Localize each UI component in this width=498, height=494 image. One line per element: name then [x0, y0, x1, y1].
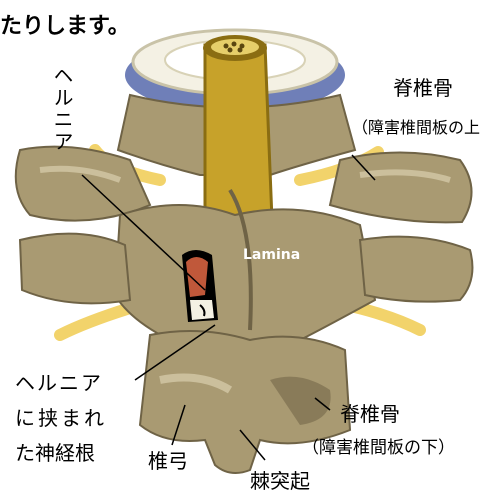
spinal-cord — [203, 35, 272, 226]
herniation-label: ヘルニア — [48, 65, 77, 153]
compressed-root-label-line3: た神経根 — [15, 437, 95, 466]
upper-vertebra-note: （障害椎間板の上 — [352, 114, 480, 138]
upper-vertebra-label: 脊椎骨 — [393, 72, 453, 101]
lower-vertebra-label: 脊椎骨 — [340, 398, 400, 427]
header-text: たりします。 — [0, 8, 130, 40]
compressed-root-label-line2: に挟まれ — [15, 402, 107, 431]
lower-vertebra-note: （障害椎間板の下） — [302, 433, 455, 458]
vertebral-arch-label: 椎弓 — [148, 445, 188, 474]
spinous-process-label: 棘突起 — [250, 465, 310, 494]
compressed-root-label-line1: ヘルニア — [15, 367, 103, 396]
lamina-label: Lamina — [243, 247, 300, 263]
